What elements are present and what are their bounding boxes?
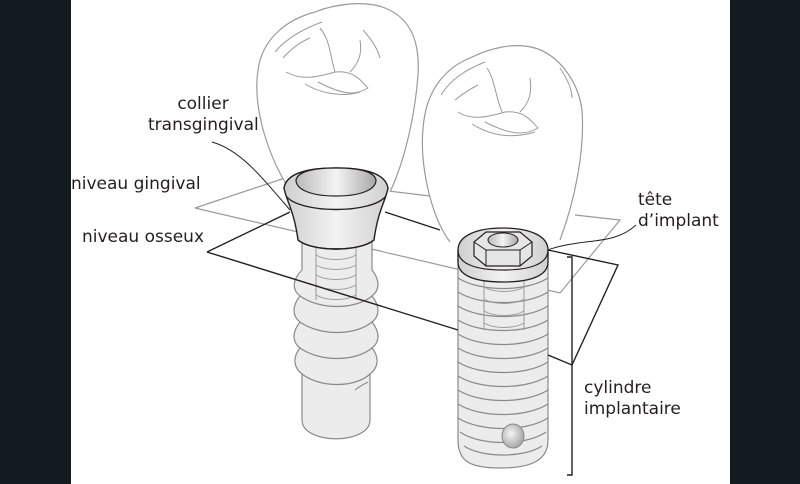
right-implant <box>457 249 549 469</box>
label-collier-line2: transgingival <box>148 115 259 135</box>
label-collier-transgingival: collier transgingival <box>148 94 259 136</box>
bone-level-plane <box>206 211 620 366</box>
label-niveau-gingival: niveau gingival <box>71 174 201 194</box>
collier-leader <box>211 141 291 211</box>
cylinder-bracket <box>567 256 573 476</box>
implant-hole <box>501 423 525 449</box>
label-cylindre-implantaire: cylindre implantaire <box>584 378 681 420</box>
label-cylindre-line1: cylindre <box>584 378 652 398</box>
label-cylindre-line2: implantaire <box>584 399 681 419</box>
right-tooth-crown <box>421 45 584 243</box>
label-collier-line1: collier <box>177 94 229 114</box>
left-implant <box>293 225 379 440</box>
transgingival-collar <box>283 167 389 250</box>
leader-lines <box>211 141 637 251</box>
label-tete-line1: tête <box>638 190 673 210</box>
label-tete-implant: tête d’implant <box>638 190 719 232</box>
implant-head <box>457 227 549 283</box>
left-tooth-crown <box>256 3 419 193</box>
label-tete-line2: d’implant <box>638 211 719 231</box>
label-niveau-osseux: niveau osseux <box>82 227 205 247</box>
tete-leader <box>547 224 637 251</box>
